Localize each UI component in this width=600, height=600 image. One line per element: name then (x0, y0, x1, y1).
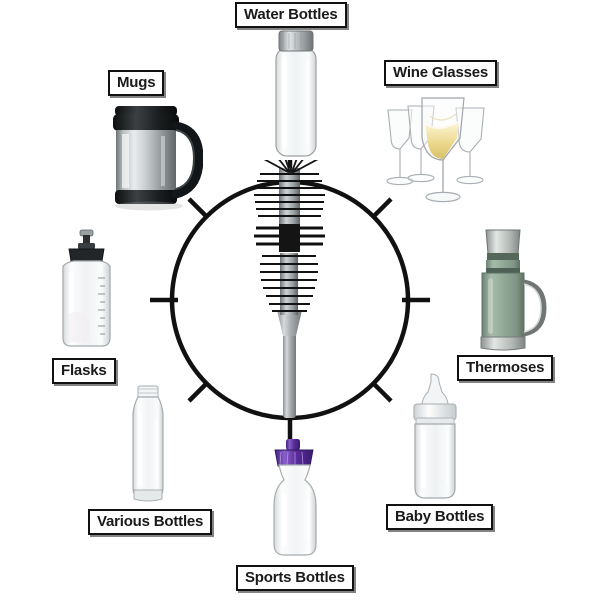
label-water-bottles[interactable]: Water Bottles (235, 2, 347, 29)
water-bottle-icon (275, 30, 317, 157)
baby-bottle-icon (413, 373, 457, 499)
center-hub (150, 160, 430, 440)
sports-bottle-icon (273, 439, 317, 556)
node-mugs[interactable] (105, 100, 203, 212)
label-sports-bottles[interactable]: Sports Bottles (236, 565, 354, 592)
label-mugs[interactable]: Mugs (108, 70, 165, 97)
tick-se (370, 380, 393, 403)
wine-glasses-icon (386, 97, 485, 203)
label-flasks[interactable]: Flasks (52, 358, 116, 385)
tick-nw (187, 197, 210, 220)
flask-icon (62, 229, 111, 347)
node-flasks[interactable] (50, 228, 126, 354)
hub-target-circle (150, 160, 430, 440)
label-wine-glasses[interactable]: Wine Glasses (384, 60, 498, 87)
node-thermoses[interactable] (460, 224, 548, 354)
bottle-brush-art (254, 160, 325, 418)
label-various-bottles[interactable]: Various Bottles (88, 509, 213, 536)
tick-sw (187, 380, 210, 403)
label-thermoses[interactable]: Thermoses (457, 355, 554, 382)
thermos-icon (480, 229, 547, 351)
node-water-bottles[interactable] (258, 26, 334, 161)
various-bottle-icon (132, 385, 164, 502)
node-baby-bottles[interactable] (395, 372, 475, 504)
label-baby-bottles[interactable]: Baby Bottles (386, 504, 494, 531)
tick-ne (370, 197, 393, 220)
node-various-bottles[interactable] (122, 382, 174, 507)
travel-mug-icon (113, 106, 203, 211)
node-wine-glasses[interactable] (378, 92, 493, 210)
node-sports-bottles[interactable] (258, 436, 332, 560)
